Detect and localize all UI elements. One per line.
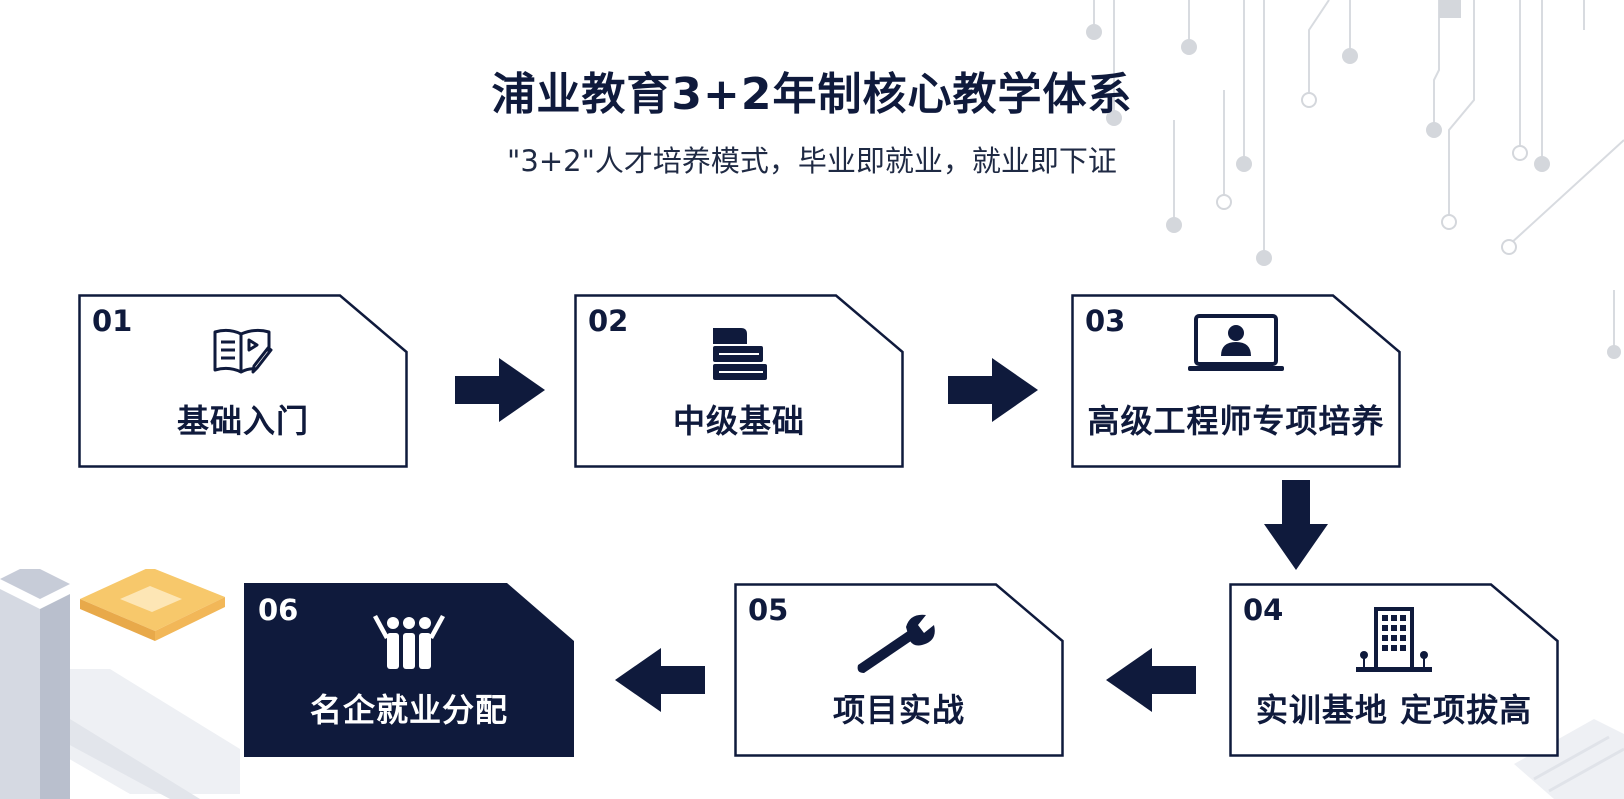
step-label: 中级基础 <box>672 402 805 440</box>
page-title: 浦业教育3+2年制核心教学体系 <box>491 69 1133 120</box>
books-decoration <box>0 569 240 799</box>
office-building-icon <box>1356 607 1432 672</box>
step-number: 05 <box>748 593 789 627</box>
arrow-left-icon <box>1106 648 1196 712</box>
step-label: 名企就业分配 <box>309 691 508 729</box>
step-card-06: 06 名企就业分配 <box>244 583 574 757</box>
step-card-05: 05 项目实战 <box>734 583 1064 757</box>
right-edge-decoration <box>1607 290 1621 359</box>
open-book-pen-icon <box>213 328 273 374</box>
step-number: 06 <box>258 593 299 627</box>
step-card-01: 01 基础入门 <box>78 294 408 468</box>
arrow-left-icon <box>615 648 705 712</box>
step-number: 04 <box>1243 593 1284 627</box>
step-number: 01 <box>92 304 133 338</box>
page-subtitle: "3+2"人才培养模式，毕业即就业，就业即下证 <box>507 144 1117 178</box>
cheering-team-icon <box>373 615 445 669</box>
arrow-right-icon <box>948 358 1038 422</box>
step-number: 03 <box>1085 304 1126 338</box>
step-label: 基础入门 <box>176 402 309 440</box>
step-card-04: 04 实训基地 定项拔高 <box>1229 583 1559 757</box>
monitor-user-icon <box>1188 314 1284 371</box>
arrow-right-icon <box>455 358 545 422</box>
step-label: 实训基地 定项拔高 <box>1255 691 1533 729</box>
step-label: 高级工程师专项培养 <box>1087 402 1385 440</box>
wrench-icon <box>857 614 935 673</box>
book-stack-icon <box>713 328 767 380</box>
step-card-03: 03 高级工程师专项培养 <box>1071 294 1401 468</box>
step-card-02: 02 中级基础 <box>574 294 904 468</box>
arrow-down-icon <box>1264 480 1328 570</box>
step-number: 02 <box>588 304 629 338</box>
step-label: 项目实战 <box>832 691 965 729</box>
